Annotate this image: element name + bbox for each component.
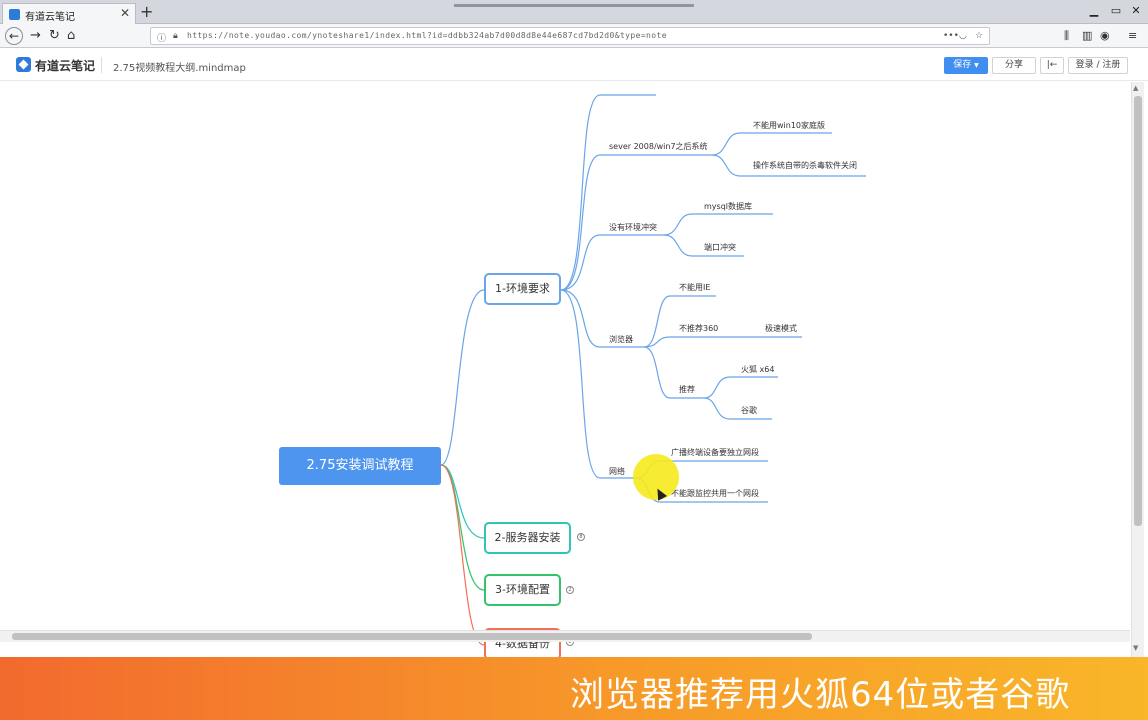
back-icon[interactable]: ← — [5, 27, 23, 45]
pocket-icon[interactable]: ◡ — [959, 31, 967, 41]
account-icon[interactable]: ◉ — [1100, 29, 1110, 42]
save-button-label: 保存 — [953, 60, 972, 70]
share-button[interactable]: 分享 — [992, 57, 1036, 74]
favicon-icon — [9, 9, 20, 20]
menu-icon[interactable]: ≡ — [1128, 29, 1138, 42]
url-text: https://note.youdao.com/ynoteshare1/inde… — [187, 31, 667, 40]
reload-icon[interactable]: ↻ — [49, 28, 60, 43]
node-speed-mode[interactable]: 极速模式 — [765, 324, 797, 333]
collapse-left-icon: |← — [1046, 60, 1058, 70]
tab-title: 有道云笔记 — [25, 12, 75, 23]
library-icon[interactable]: ⫼ — [1064, 29, 1070, 42]
branch-node-environment[interactable]: 1-环境要求 — [484, 273, 561, 305]
close-tab-icon[interactable]: ✕ — [119, 6, 130, 20]
node-broadcast-subnet[interactable]: 广播终端设备要独立网段 — [671, 448, 759, 457]
branch-node-server-install[interactable]: 2-服务器安装 — [484, 522, 571, 554]
node-no-shared-subnet[interactable]: 不能跟监控共用一个网段 — [671, 489, 759, 498]
title-bar-strip — [454, 4, 694, 7]
node-chrome[interactable]: 谷歌 — [741, 406, 757, 415]
expand-toggle-env-config[interactable]: 2 — [566, 586, 574, 594]
node-network[interactable]: 网络 — [609, 467, 625, 476]
browser-tab-bar: 有道云笔记 ✕ + ▁ ▭ ✕ — [0, 0, 1148, 24]
collapse-panel-button[interactable]: |← — [1040, 57, 1064, 74]
mindmap-links — [440, 94, 866, 646]
root-node[interactable]: 2.75安装调试教程 — [279, 447, 441, 485]
forward-icon[interactable]: → — [30, 28, 41, 43]
app-header: 有道云笔记 2.75视频教程大纲.mindmap 保存 ▼ 分享 |← 登录 /… — [0, 49, 1148, 81]
info-icon[interactable]: ⓘ — [157, 34, 167, 44]
save-button[interactable]: 保存 ▼ — [944, 57, 988, 74]
login-register-button[interactable]: 登录 / 注册 — [1068, 57, 1128, 74]
node-browser[interactable]: 浏览器 — [609, 335, 633, 344]
branch-node-env-config[interactable]: 3-环境配置 — [484, 574, 561, 606]
expand-toggle-server-install[interactable]: 8 — [577, 533, 585, 541]
maximize-icon[interactable]: ▭ — [1110, 4, 1122, 17]
browser-nav-bar: ← → ↻ ⌂ ⓘ 🔒︎ https://note.youdao.com/yno… — [0, 24, 1148, 48]
lock-icon[interactable]: 🔒︎ — [173, 31, 178, 41]
vertical-scrollbar[interactable]: ▲ ▼ — [1131, 82, 1144, 657]
app-logo-text[interactable]: 有道云笔记 — [35, 59, 96, 73]
chevron-down-icon: ▼ — [974, 62, 979, 69]
horizontal-scrollbar[interactable] — [0, 630, 1130, 642]
horizontal-scroll-thumb[interactable] — [12, 633, 812, 640]
youdao-logo-icon[interactable] — [16, 57, 31, 72]
bookmark-star-icon[interactable]: ☆ — [975, 31, 984, 41]
node-firefox-x64[interactable]: 火狐 x64 — [741, 365, 775, 374]
scroll-up-icon[interactable]: ▲ — [1133, 84, 1139, 92]
mindmap-canvas[interactable]: 2.75安装调试教程 1-环境要求 2-服务器安装 3-环境配置 4-数据备份 … — [0, 82, 1130, 657]
page-actions-icon[interactable]: ••• — [943, 31, 959, 41]
cursor-highlight — [633, 454, 679, 500]
home-icon[interactable]: ⌂ — [67, 28, 76, 43]
subtitle-text: 浏览器推荐用火狐64位或者谷歌 — [570, 675, 1071, 715]
node-os-disable-antivirus[interactable]: 操作系统自带的杀毒软件关闭 — [753, 161, 857, 170]
subtitle-banner: 浏览器推荐用火狐64位或者谷歌 — [0, 657, 1148, 720]
node-not-360[interactable]: 不推荐360 — [679, 324, 719, 333]
window-close-icon[interactable]: ✕ — [1131, 4, 1141, 17]
scroll-down-icon[interactable]: ▼ — [1133, 644, 1139, 652]
vertical-scroll-thumb[interactable] — [1134, 96, 1142, 526]
header-divider — [101, 57, 102, 73]
sidebar-icon[interactable]: ▥ — [1082, 29, 1093, 42]
node-os-no-win10-home[interactable]: 不能用win10家庭版 — [753, 121, 826, 130]
url-bar[interactable]: ⓘ 🔒︎ https://note.youdao.com/ynoteshare1… — [150, 27, 990, 45]
node-os[interactable]: sever 2008/win7之后系统 — [609, 142, 708, 151]
node-no-ie[interactable]: 不能用IE — [679, 283, 711, 292]
node-mysql[interactable]: mysql数据库 — [704, 202, 752, 211]
node-no-env-conflict[interactable]: 没有环境冲突 — [609, 223, 657, 232]
node-port-conflict[interactable]: 端口冲突 — [704, 243, 736, 252]
node-recommend[interactable]: 推荐 — [679, 385, 695, 394]
new-tab-icon[interactable]: + — [140, 2, 154, 21]
browser-tab[interactable]: 有道云笔记 ✕ — [2, 3, 136, 24]
minimize-icon[interactable]: ▁ — [1089, 4, 1099, 17]
document-title: 2.75视频教程大纲.mindmap — [113, 63, 246, 74]
